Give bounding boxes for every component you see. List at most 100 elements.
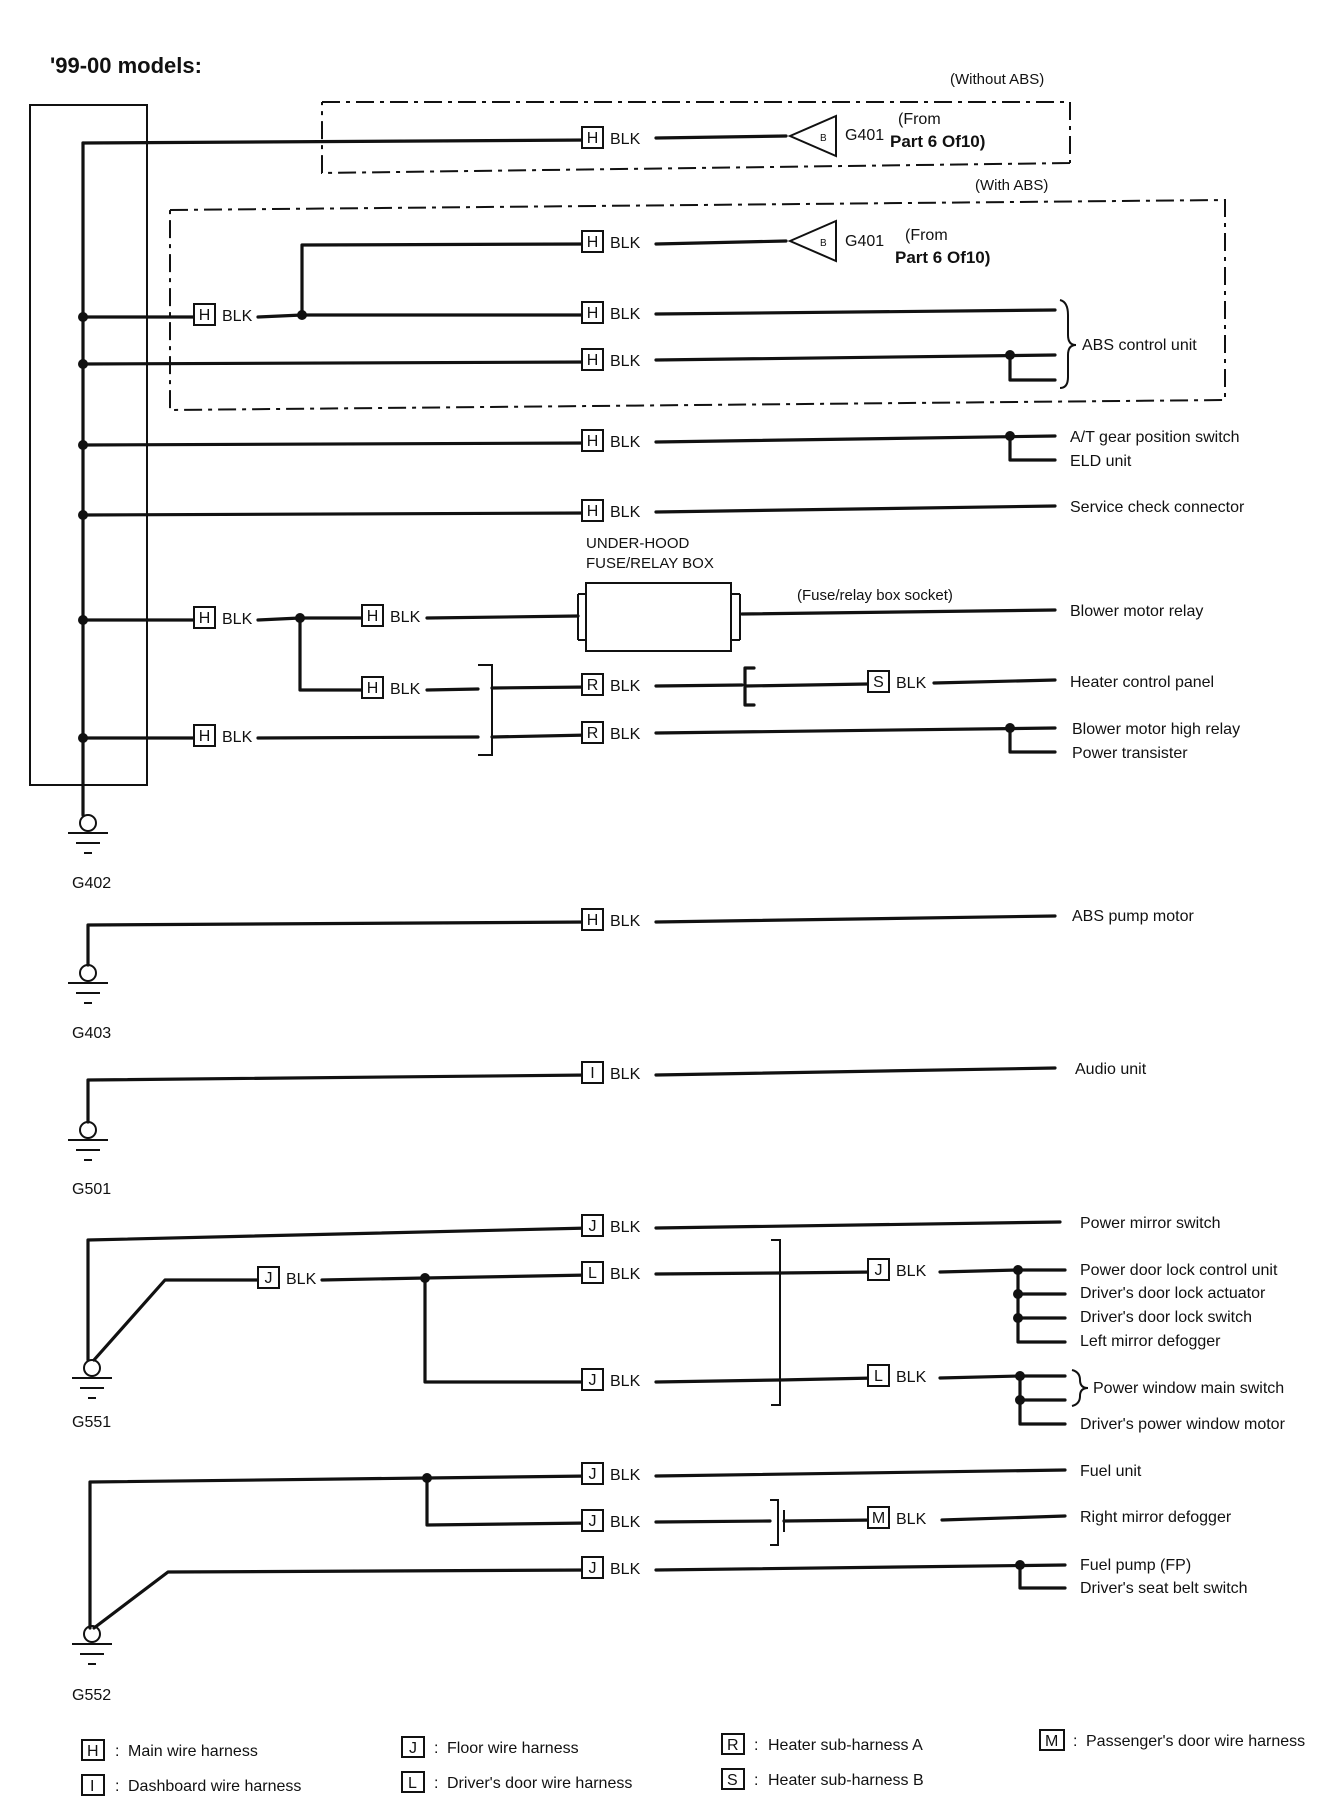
wire-color-label: BLK [610, 131, 641, 148]
legend-item: H : Main wire harness [81, 1739, 258, 1761]
wire-color-label: BLK [390, 681, 421, 698]
wire-color-label: BLK [896, 1511, 927, 1528]
harness-code: J [589, 1218, 597, 1235]
wire-color-label: BLK [896, 1369, 927, 1386]
svg-text:I: I [90, 1778, 94, 1795]
part-ref-label-2: Part 6 Of10) [895, 248, 990, 267]
connector-bracket-2 [771, 1239, 781, 1406]
connector-letter: B [820, 133, 827, 144]
power-door-lock-control-unit-label: Power door lock control unit [1080, 1262, 1278, 1279]
harness-code: H [367, 608, 379, 625]
ground-g501-label: G501 [72, 1181, 111, 1198]
harness-code: J [265, 1270, 273, 1287]
wire-color-label: BLK [610, 353, 641, 370]
ground-g552-symbol [72, 1625, 112, 1665]
wire-color-label: BLK [610, 726, 641, 743]
svg-text::: : [754, 1737, 758, 1754]
g401-ground-triangle [787, 114, 837, 158]
ground-g551-label: G551 [72, 1414, 111, 1431]
harness-tag-h: H BLK [581, 429, 641, 452]
g401-label-2: G401 [845, 233, 884, 250]
wire-fuel-unit [88, 1468, 1067, 1630]
harness-code: J [589, 1560, 597, 1577]
wire-color-label: BLK [610, 1219, 641, 1236]
wire-color-label: BLK [610, 306, 641, 323]
harness-code: S [873, 674, 884, 691]
ground-g403-symbol [68, 964, 108, 1004]
fuse-box-socket-label: (Fuse/relay box socket) [797, 587, 953, 604]
fuse-relay-box [585, 582, 732, 652]
fuel-unit-label: Fuel unit [1080, 1463, 1142, 1480]
ground-g501-symbol [68, 1121, 108, 1161]
at-gear-position-switch-label: A/T gear position switch [1070, 429, 1240, 446]
wire-power-mirror-switch [86, 1220, 1062, 1362]
wire-fuel-pump-seat-belt [92, 1563, 1067, 1630]
harness-tag-h: H BLK [361, 604, 421, 627]
drivers-power-window-motor-label: Driver's power window motor [1080, 1416, 1286, 1433]
wire-service-check [654, 504, 1057, 514]
harness-code: H [587, 503, 599, 520]
wire-abs-pump-motor [86, 914, 1057, 967]
connector-bracket-1 [478, 664, 493, 756]
wire-right-mirror-defogger [782, 1514, 1067, 1523]
harness-code: H [587, 433, 599, 450]
legend-item: L : Driver's door wire harness [401, 1771, 632, 1793]
abs-control-unit-label: ABS control unit [1082, 337, 1197, 354]
svg-text:Passenger's door wire harness: Passenger's door wire harness [1086, 1733, 1305, 1750]
svg-text:Driver's door wire harness: Driver's door wire harness [447, 1775, 632, 1792]
service-check-connector-label: Service check connector [1070, 499, 1245, 516]
drivers-seat-belt-switch-label: Driver's seat belt switch [1080, 1580, 1248, 1597]
harness-tag-j: J BLK [581, 1556, 641, 1579]
svg-text::: : [754, 1772, 758, 1789]
wire-color-label: BLK [610, 1561, 641, 1578]
g401-ground-triangle-2 [787, 219, 837, 263]
svg-text:M: M [1045, 1733, 1058, 1750]
g401-label: G401 [845, 127, 884, 144]
wire-abs-control-1 [654, 308, 1057, 316]
legend-item: S : Heater sub-harness B [721, 1768, 924, 1790]
harness-code: H [587, 234, 599, 251]
harness-code: M [872, 1510, 885, 1527]
wire-with-abs-g401 [300, 242, 592, 317]
ground-g403-label: G403 [72, 1025, 111, 1042]
fuel-pump-label: Fuel pump (FP) [1080, 1557, 1191, 1574]
wire-color-label: BLK [610, 1514, 641, 1531]
power-window-brace [1071, 1369, 1089, 1407]
harness-code: R [587, 725, 599, 742]
wire-color-label: BLK [286, 1271, 317, 1288]
wire-color-label: BLK [610, 235, 641, 252]
svg-text:S: S [727, 1772, 738, 1789]
harness-tag-m: M BLK [867, 1506, 927, 1529]
ground-g551-symbol [72, 1359, 112, 1399]
legend: H : Main wire harness I : Dashboard wire… [81, 1729, 1305, 1796]
harness-code: H [587, 130, 599, 147]
wire-color-label: BLK [222, 611, 253, 628]
wire-without-abs-g401 [81, 138, 592, 145]
wire-color-label: BLK [610, 1066, 641, 1083]
wire-at-gear-eld [654, 434, 1057, 462]
harness-code: H [367, 680, 379, 697]
wire-color-label: BLK [222, 729, 253, 746]
harness-code: I [590, 1065, 594, 1082]
wire-door-lock-group [778, 1268, 1067, 1344]
wire-color-label: BLK [610, 434, 641, 451]
harness-tag-j: J BLK [581, 1214, 641, 1237]
wire-color-label: BLK [390, 609, 421, 626]
svg-text:Main wire harness: Main wire harness [128, 1743, 258, 1760]
harness-tag-s: S BLK [867, 670, 927, 693]
wire-color-label: BLK [610, 913, 641, 930]
wire-color-label: BLK [896, 675, 927, 692]
part-ref-label: Part 6 Of10) [890, 132, 985, 151]
from-label-2: (From [905, 227, 948, 244]
g552-splice-dots [422, 1473, 1025, 1570]
